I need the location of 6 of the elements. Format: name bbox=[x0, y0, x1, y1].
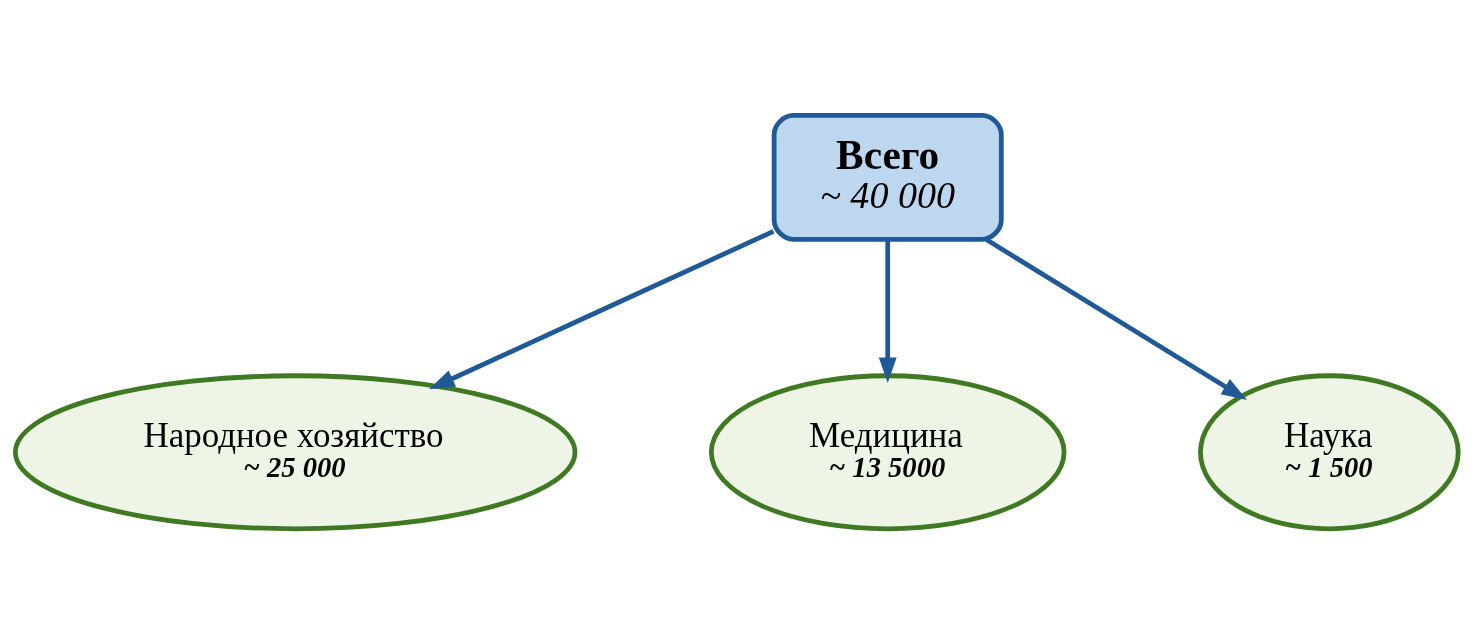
node-ellipse: Наука ~ 1 500 bbox=[1198, 372, 1461, 531]
arrow bbox=[429, 228, 775, 389]
arrow bbox=[985, 237, 1247, 400]
node-ellipse: Медицина ~ 13 5000 bbox=[708, 372, 1067, 531]
node-box: Всего ~ 40 000 bbox=[771, 112, 1004, 242]
arrow bbox=[878, 239, 897, 383]
